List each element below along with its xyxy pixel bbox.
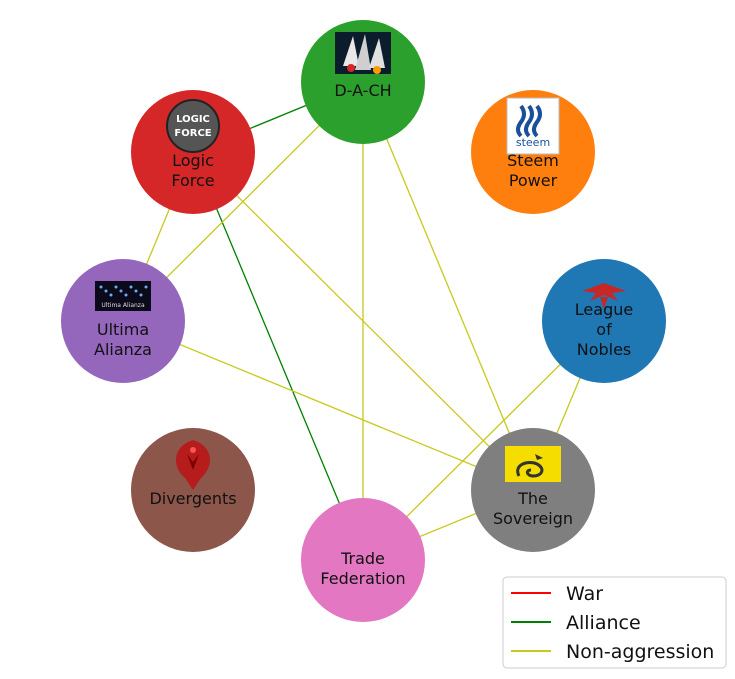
node-trade-circle <box>301 498 425 622</box>
logic-force-logo-icon: LOGIC FORCE <box>166 99 220 153</box>
legend-nonaggression-label: Non-aggression <box>566 641 714 663</box>
legend-war-label: War <box>566 583 603 605</box>
ultima-alianza-banner-icon: Ultima Alianza <box>95 281 151 311</box>
edge-dach-sovereign-nonaggression <box>362 81 534 491</box>
legend-alliance-label: Alliance <box>566 612 641 634</box>
node-divergents: Divergents <box>131 428 255 552</box>
svg-text:LOGIC: LOGIC <box>176 114 210 125</box>
svg-text:steem: steem <box>516 136 550 149</box>
edge-logic-sovereign-nonaggression <box>192 151 534 491</box>
node-dach: D-A-CH <box>301 20 425 144</box>
node-divergents-label: Divergents <box>149 489 236 508</box>
svg-text:Ultima Alianza: Ultima Alianza <box>101 302 145 309</box>
red-phoenix-icon <box>175 440 211 490</box>
steem-logo-icon: steem <box>506 97 560 155</box>
node-league-circle <box>542 259 666 383</box>
gadsden-flag-icon <box>505 446 561 482</box>
svg-text:FORCE: FORCE <box>174 128 211 139</box>
legend-box <box>502 576 727 669</box>
node-ultima-circle <box>61 259 185 383</box>
node-dach-label: D-A-CH <box>334 81 391 100</box>
node-sovereign-circle <box>471 428 595 552</box>
edge-ultima-sovereign-nonaggression <box>122 320 534 491</box>
legend: War Alliance Non-aggression <box>502 576 727 669</box>
edge-logic-trade-alliance <box>192 151 364 561</box>
phoenix-emblem-icon <box>582 283 626 309</box>
rocket-logo-icon <box>335 32 391 74</box>
node-dach-circle <box>301 20 425 144</box>
